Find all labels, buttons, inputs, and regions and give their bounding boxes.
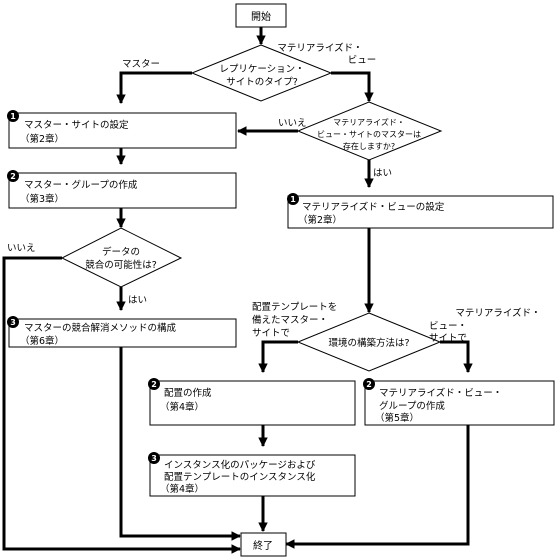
label-mv-branch-line3: サイトで — [429, 333, 467, 344]
decision-master-exists-line3: 存在しますか? — [343, 141, 395, 151]
label-mv-branch-line1: マテリアライズド・ — [455, 307, 540, 319]
badge-master-site: 1 — [7, 110, 19, 122]
shapes — [8, 3, 555, 557]
svg-text:3: 3 — [10, 318, 16, 327]
connectors — [2, 27, 473, 554]
decision-master-exists-line2: ビュー・サイトのマスターは — [317, 130, 421, 139]
edge-type-to-master-site — [116, 71, 192, 104]
svg-text:2: 2 — [366, 380, 372, 389]
mv-group-line1: マテリアライズド・ビュー・ — [379, 387, 502, 399]
decision-type-line1: レプリケーション・ — [219, 64, 304, 75]
mv-site-box — [287, 195, 554, 229]
badge-mv-site: 1 — [287, 193, 299, 205]
label-master: マスター — [122, 59, 160, 70]
template-create-line1: 配置の作成 — [164, 387, 212, 399]
decision-conflict-line1: データの — [102, 246, 140, 258]
decision-type-line2: サイトのタイプ? — [226, 77, 298, 88]
label-template-line3: サイトで — [252, 328, 290, 339]
label-mv-line2: ビュー — [348, 55, 377, 66]
mv-group-box — [364, 380, 555, 426]
label-mv-branch-line2: ビュー・ — [429, 321, 467, 332]
decision-type — [190, 44, 333, 102]
decision-env — [296, 312, 442, 372]
svg-text:2: 2 — [10, 172, 16, 181]
end-label: 終了 — [253, 539, 273, 552]
label-yes-conflict: はい — [128, 295, 147, 306]
svg-text:1: 1 — [290, 195, 296, 204]
template-create-line2: （第4章） — [160, 401, 204, 413]
badge-instantiate: 3 — [148, 452, 160, 464]
edge-type-to-mv-check — [331, 71, 374, 102]
master-site-line2: （第2章） — [20, 133, 64, 145]
label-yes-master-exists: はい — [373, 168, 392, 179]
badge-mv-group: 2 — [363, 378, 375, 390]
start-label: 開始 — [251, 10, 271, 23]
conflict-method-line1: マスターの競合解消メソッドの構成 — [24, 322, 177, 334]
instantiate-line2: 配置テンプレートのインスタンス化 — [164, 471, 316, 483]
svg-text:1: 1 — [10, 112, 16, 121]
decision-master-exists-line1: マテリアライズド・ — [333, 117, 405, 127]
instantiate-line1: インスタンス化のパッケージおよび — [164, 459, 316, 471]
template-create-box — [149, 380, 356, 426]
end-node — [240, 532, 287, 557]
badge-template-create: 2 — [148, 378, 160, 390]
mv-group-line3: （第5章） — [375, 412, 419, 424]
decision-master-exists — [296, 101, 443, 161]
edge-labels: マスター マテリアライズド・ ビュー いいえ はい いいえ はい 配置テンプレー… — [7, 42, 541, 344]
edge-env-to-mv-group — [440, 340, 473, 373]
badge-conflict-method: 3 — [7, 316, 19, 328]
mv-group-line2: グループの作成 — [379, 400, 445, 412]
decision-conflict-line2: 競合の可能性は? — [85, 259, 157, 271]
label-template-line1: 配置テンプレートを — [252, 302, 337, 313]
master-site-line1: マスター・サイトの設定 — [24, 119, 129, 131]
master-group-line1: マスター・グループの作成 — [24, 179, 138, 191]
edge-mv-group-to-end — [285, 425, 470, 549]
conflict-method-line2: （第6章） — [20, 335, 64, 347]
label-mv-line1: マテリアライズド・ — [277, 42, 362, 54]
master-group-line2: （第3章） — [20, 193, 64, 205]
svg-text:3: 3 — [151, 454, 157, 463]
label-template-line2: 備えたマスター・ — [252, 314, 328, 326]
edge-conflict-method-to-end — [119, 347, 241, 541]
edge-conflict-no — [2, 256, 241, 554]
master-site-box — [8, 112, 237, 149]
conflict-method-box — [8, 318, 237, 348]
edge-env-to-template — [258, 340, 298, 373]
decision-env-label: 環境の構築方法は? — [328, 337, 409, 349]
mv-site-line1: マテリアライズド・ビューの設定 — [302, 201, 445, 213]
master-group-box — [8, 172, 237, 209]
decision-conflict — [60, 227, 183, 288]
instantiate-box — [149, 454, 356, 497]
instantiate-line3: （第4章） — [160, 483, 204, 495]
mv-site-line2: （第2章） — [298, 214, 342, 226]
start-node — [235, 3, 287, 28]
node-labels: 開始 レプリケーション・ サイトのタイプ? マテリアライズド・ ビュー・サイトの… — [20, 10, 502, 552]
label-no-master-exists: いいえ — [278, 118, 307, 129]
svg-text:2: 2 — [151, 380, 157, 389]
label-no-conflict: いいえ — [7, 243, 36, 254]
badge-master-group: 2 — [7, 170, 19, 182]
